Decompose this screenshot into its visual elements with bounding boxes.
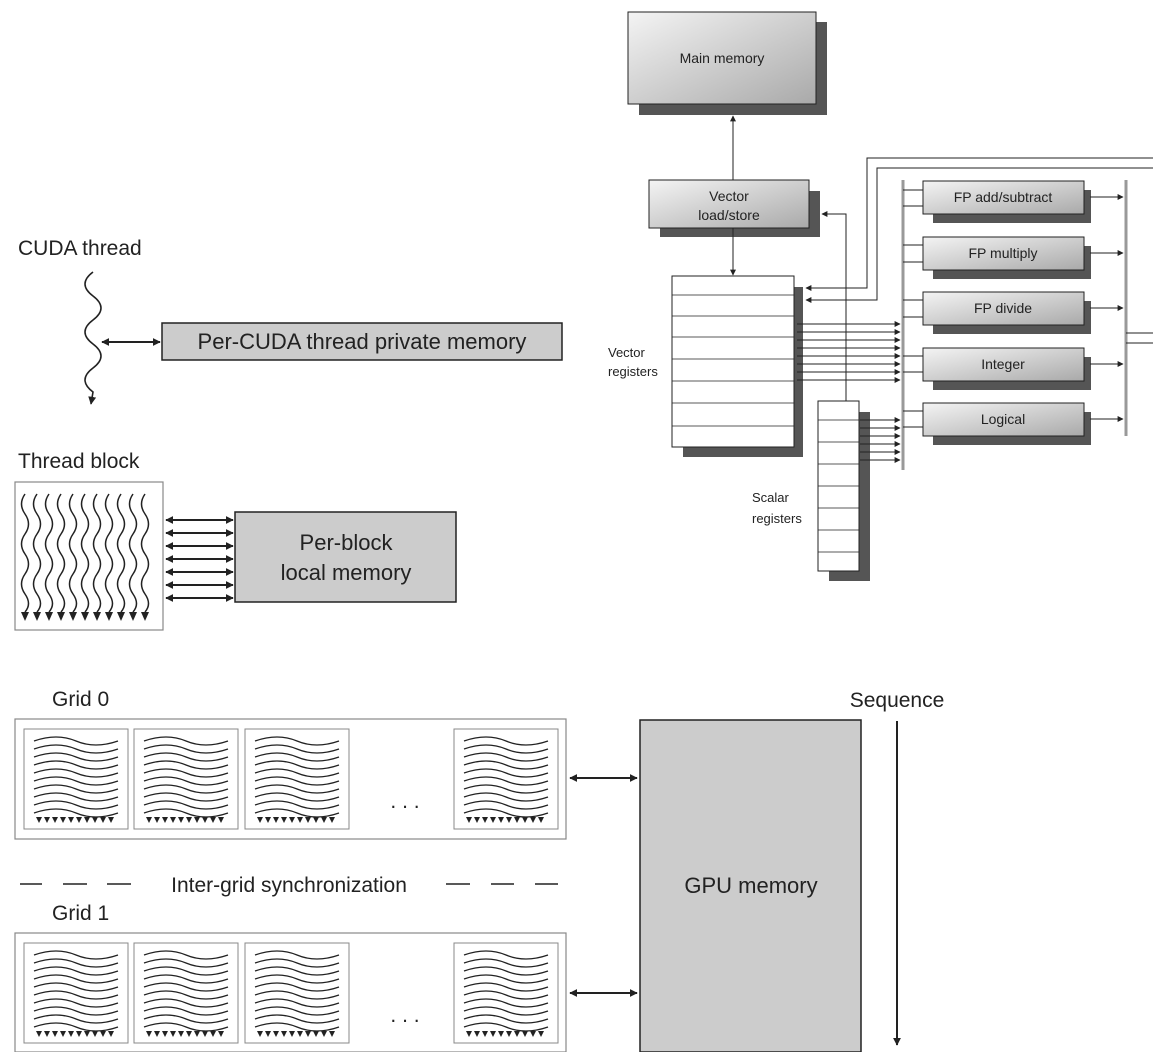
feedback-line-inner [805, 167, 1153, 303]
unit-label-fp-multiply: FP multiply [969, 245, 1038, 261]
vls-line2: load/store [698, 207, 760, 223]
functional-unit-fp-divide: FP divide [903, 291, 1124, 334]
grid1-block-4 [453, 942, 559, 1044]
grid1-block-2 [133, 942, 239, 1044]
cuda-thread-section: CUDA thread Per-CUDA thread private memo… [18, 237, 563, 405]
sreg-to-crossbar-arrows [860, 417, 901, 463]
block-memory-line1: Per-block [300, 530, 394, 555]
scalar-registers-line1: Scalar [752, 490, 790, 505]
cuda-thread-wavy-line [84, 271, 102, 405]
unit-label-logical: Logical [981, 411, 1025, 427]
vreg-to-crossbar-arrows [797, 321, 901, 383]
private-memory-label: Per-CUDA thread private memory [198, 329, 527, 354]
functional-unit-logical: Logical [903, 402, 1124, 445]
scalar-registers-line2: registers [752, 511, 802, 526]
cuda-thread-label: CUDA thread [18, 237, 142, 260]
main-memory-box [627, 11, 817, 105]
sequence-label: Sequence [850, 689, 945, 712]
grid0-block-1 [23, 728, 129, 830]
vls-line1: Vector [709, 188, 749, 204]
gpu-memory-box [639, 719, 862, 1053]
thread-block-arrowheads [21, 612, 149, 621]
vector-registers [671, 275, 795, 448]
thread-block-section: Thread block [14, 450, 457, 631]
grid0-block-3 [244, 728, 350, 830]
block-memory-box [234, 511, 457, 603]
grid0-block-4 [453, 728, 559, 830]
functional-unit-fp-add: FP add/subtract [903, 180, 1124, 223]
grid0-ellipsis: . . . [390, 790, 419, 813]
sreg-to-vls-line [821, 211, 847, 401]
gpu-memory-label: GPU memory [684, 873, 817, 898]
grid-section: Grid 0 . . . Inter-grid synchronization … [14, 688, 945, 1053]
grid1-block-3 [244, 942, 350, 1044]
feedback-line-outer [805, 157, 1153, 291]
vector-registers-line1: Vector [608, 345, 646, 360]
unit-label-fp-divide: FP divide [974, 300, 1032, 316]
private-memory-box [161, 322, 563, 361]
grid1-label: Grid 1 [52, 902, 109, 925]
vector-registers-line2: registers [608, 364, 658, 379]
grid0-label: Grid 0 [52, 688, 109, 711]
main-memory-label: Main memory [680, 50, 765, 66]
grid0-block-2 [133, 728, 239, 830]
unit-label-integer: Integer [981, 356, 1025, 372]
sync-label: Inter-grid synchronization [171, 874, 407, 897]
grid1-ellipsis: . . . [390, 1004, 419, 1027]
thread-block-label: Thread block [18, 450, 140, 473]
functional-unit-fp-multiply: FP multiply [903, 236, 1124, 279]
grid1-block-1 [23, 942, 129, 1044]
vector-architecture: Main memory Vector load/store Vector reg… [608, 11, 1153, 581]
vector-load-store-box [648, 179, 810, 229]
unit-label-fp-add: FP add/subtract [954, 189, 1053, 205]
block-memory-line2: local memory [281, 560, 412, 585]
functional-unit-integer: Integer [903, 347, 1124, 390]
block-memory-arrows [165, 516, 234, 602]
thread-block-threads [20, 493, 150, 613]
